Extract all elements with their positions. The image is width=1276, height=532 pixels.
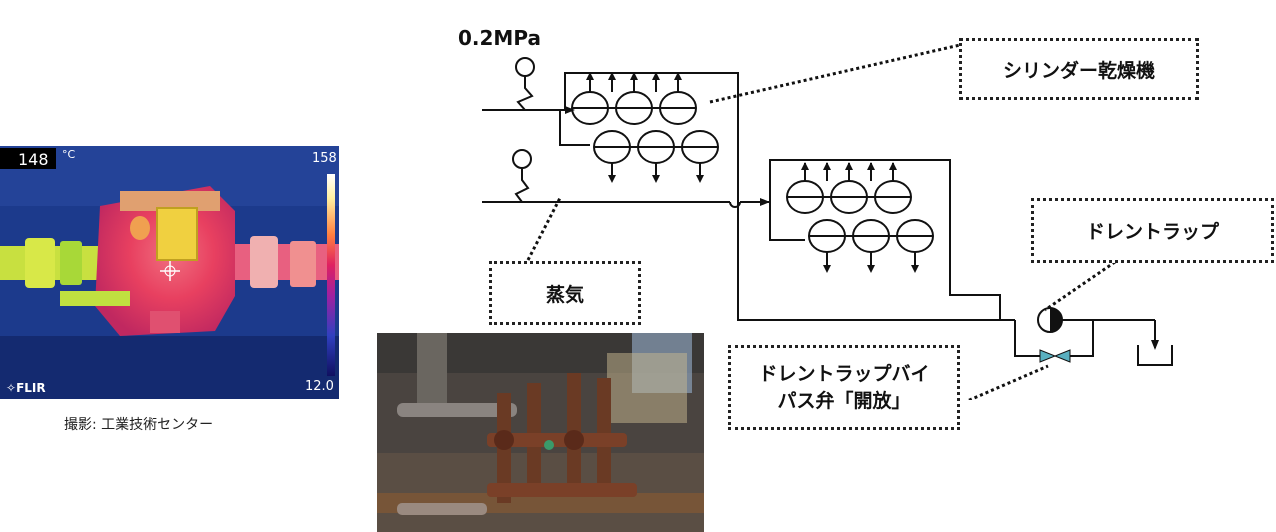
thermal-image: 148 °C 158 12.0 ✧FLIR bbox=[0, 146, 339, 399]
bypass-valve-icon bbox=[1039, 349, 1071, 363]
leader-lines bbox=[526, 43, 1116, 400]
cylinder-dryer-2 bbox=[786, 163, 934, 268]
piping-photo-graphic bbox=[377, 333, 704, 532]
label-bypass-line2: パス弁「開放」 bbox=[777, 389, 911, 412]
label-steam: 蒸気 bbox=[489, 261, 641, 325]
piping-photo bbox=[377, 333, 704, 532]
flir-icon: ✧ bbox=[6, 381, 17, 395]
pressure-gauge-1-icon bbox=[515, 57, 535, 77]
temperature-unit: °C bbox=[62, 148, 76, 161]
photo-caption: 撮影: 工業技術センター bbox=[64, 417, 214, 433]
flir-brand-text: FLIR bbox=[16, 381, 46, 395]
process-flow-diagram bbox=[482, 43, 1173, 400]
label-bypass-valve: ドレントラップバイ パス弁「開放」 bbox=[728, 345, 960, 430]
flow-arrows bbox=[565, 72, 1159, 350]
scale-min-value: 12.0 bbox=[305, 379, 334, 394]
drain-trap-icon bbox=[1037, 307, 1063, 333]
pressure-gauge-2-icon bbox=[512, 149, 532, 169]
temperature-readout-bg bbox=[0, 148, 56, 169]
pressure-label: 0.2MPa bbox=[458, 26, 541, 50]
temperature-readout: 148 bbox=[18, 150, 49, 169]
flir-logo: ✧FLIR bbox=[6, 381, 46, 395]
label-drain-trap: ドレントラップ bbox=[1031, 198, 1274, 263]
pipe-lines bbox=[482, 57, 1173, 366]
thermal-image-graphic bbox=[0, 146, 339, 399]
cylinder-dryer-1 bbox=[571, 75, 719, 178]
label-bypass-line1: ドレントラップバイ bbox=[758, 362, 930, 385]
scale-max-value: 158 bbox=[312, 151, 337, 166]
label-cylinder-dryer: シリンダー乾燥機 bbox=[959, 38, 1199, 100]
